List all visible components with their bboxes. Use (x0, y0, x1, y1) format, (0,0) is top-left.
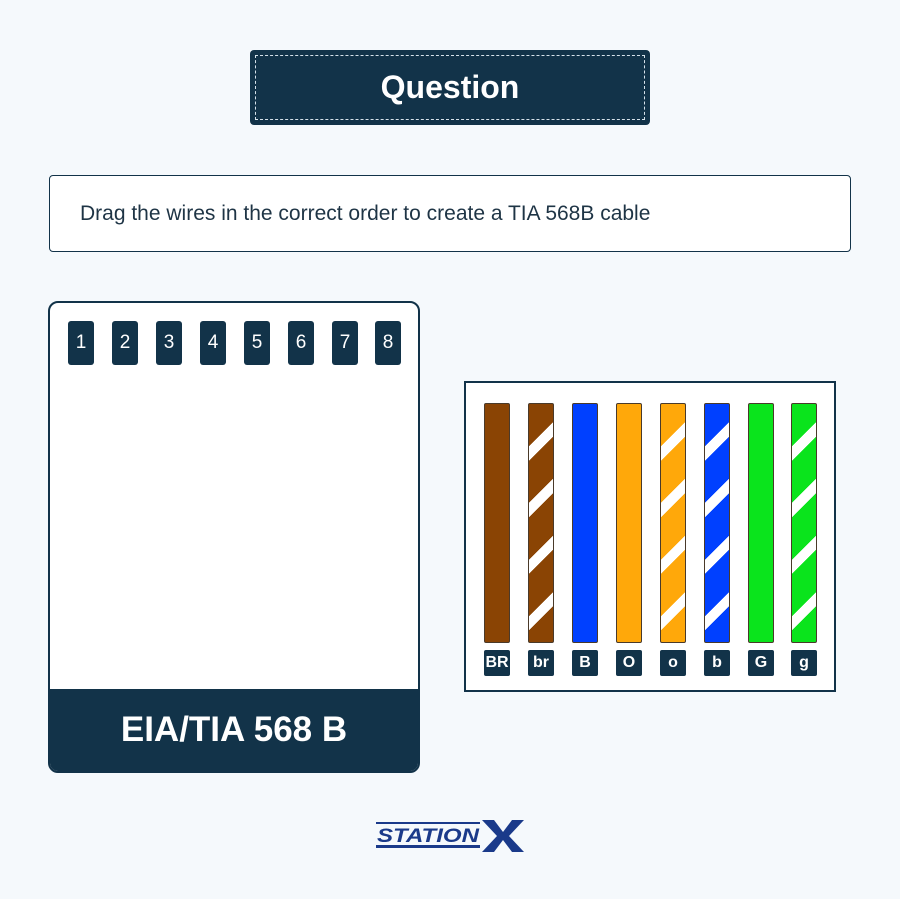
instruction-text: Drag the wires in the correct order to c… (80, 201, 651, 225)
wire-label-orange-white: o (660, 650, 686, 676)
wire-label-green: G (748, 650, 774, 676)
stationx-logo-icon: STATION (376, 820, 524, 852)
connector-footer: EIA/TIA 568 B (50, 689, 418, 771)
page-title: Question (380, 69, 520, 105)
pin-1: 1 (68, 321, 94, 365)
wire-brown-white[interactable] (528, 403, 554, 643)
wire-green[interactable] (748, 403, 774, 643)
stationx-logo: STATION (376, 818, 524, 854)
pin-8: 8 (375, 321, 401, 365)
wire-blue-white[interactable] (704, 403, 730, 643)
pin-6: 6 (288, 321, 314, 365)
pin-5: 5 (244, 321, 270, 365)
question-banner: Question (250, 50, 650, 125)
pin-row: 1 2 3 4 5 6 7 8 (50, 303, 418, 385)
wire-orange[interactable] (616, 403, 642, 643)
rj45-connector-panel: 1 2 3 4 5 6 7 8 EIA/TIA 568 B (48, 301, 420, 773)
pin-7: 7 (332, 321, 358, 365)
wire-label-orange: O (616, 650, 642, 676)
wire-brown[interactable] (484, 403, 510, 643)
instruction-box: Drag the wires in the correct order to c… (49, 175, 851, 252)
wire-drop-zone[interactable] (50, 383, 418, 690)
wire-label-blue-white: b (704, 650, 730, 676)
wire-blue[interactable] (572, 403, 598, 643)
wire-label-green-white: g (791, 650, 817, 676)
pin-2: 2 (112, 321, 138, 365)
wire-label-brown: BR (484, 650, 510, 676)
wire-green-white[interactable] (791, 403, 817, 643)
wire-orange-white[interactable] (660, 403, 686, 643)
svg-text:STATION: STATION (377, 826, 481, 847)
wire-tray: BR br B O o b G g (464, 381, 836, 692)
pin-3: 3 (156, 321, 182, 365)
wire-label-blue: B (572, 650, 598, 676)
question-banner-border: Question (255, 55, 645, 120)
standard-label: EIA/TIA 568 B (120, 710, 348, 749)
wire-label-brown-white: br (528, 650, 554, 676)
pin-4: 4 (200, 321, 226, 365)
